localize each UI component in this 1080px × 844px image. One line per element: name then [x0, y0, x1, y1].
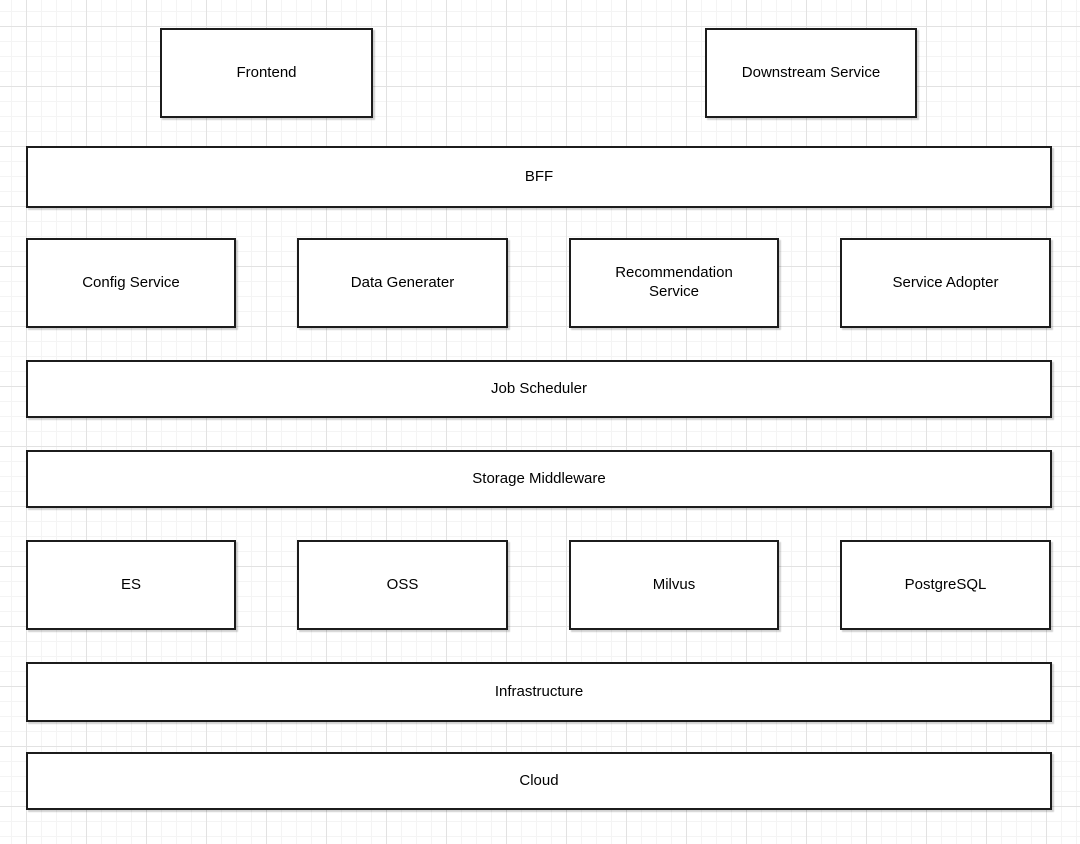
node-postgresql[interactable]: PostgreSQL: [840, 540, 1051, 630]
node-es[interactable]: ES: [26, 540, 236, 630]
node-label: Storage Middleware: [472, 469, 606, 487]
node-label: OSS: [386, 575, 419, 593]
node-label: Downstream Service: [741, 63, 881, 81]
node-label: Data Generater: [350, 273, 455, 291]
node-label: Frontend: [236, 63, 297, 81]
node-label: Cloud: [519, 771, 559, 789]
node-infrastructure[interactable]: Infrastructure: [26, 662, 1052, 722]
node-config-service[interactable]: Config Service: [26, 238, 236, 328]
node-label: Service Adopter: [892, 273, 999, 291]
node-service-adopter[interactable]: Service Adopter: [840, 238, 1051, 328]
node-frontend[interactable]: Frontend: [160, 28, 373, 118]
node-oss[interactable]: OSS: [297, 540, 508, 630]
node-storage-middleware[interactable]: Storage Middleware: [26, 450, 1052, 508]
node-recommendation-service[interactable]: Recommendation Service: [569, 238, 779, 328]
node-label: PostgreSQL: [904, 575, 987, 593]
node-label: Job Scheduler: [491, 379, 587, 397]
node-cloud[interactable]: Cloud: [26, 752, 1052, 810]
node-job-scheduler[interactable]: Job Scheduler: [26, 360, 1052, 418]
node-label: ES: [120, 575, 141, 593]
node-label: Milvus: [652, 575, 696, 593]
node-label: Infrastructure: [494, 682, 584, 700]
node-data-generater[interactable]: Data Generater: [297, 238, 508, 328]
node-downstream-service[interactable]: Downstream Service: [705, 28, 917, 118]
node-label: Config Service: [82, 273, 180, 291]
node-bff[interactable]: BFF: [26, 146, 1052, 208]
node-label: Recommendation Service: [615, 264, 733, 300]
node-label: BFF: [524, 167, 554, 185]
node-milvus[interactable]: Milvus: [569, 540, 779, 630]
